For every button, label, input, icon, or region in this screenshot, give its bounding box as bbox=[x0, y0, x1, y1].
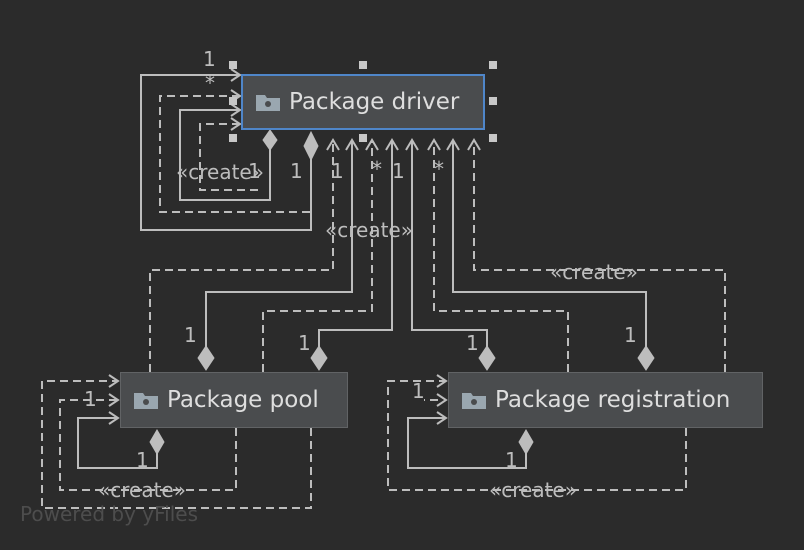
composition-diamond bbox=[310, 345, 328, 371]
stereotype-label: «create» bbox=[98, 478, 186, 502]
selection-handles[interactable] bbox=[229, 61, 497, 142]
composition-diamond bbox=[518, 429, 534, 455]
multiplicity-label: 1 bbox=[290, 159, 303, 183]
multiplicity-label: 1 bbox=[505, 448, 518, 472]
multiplicity-label: 1 bbox=[624, 323, 637, 347]
folder-package-icon bbox=[256, 95, 280, 111]
arrowhead bbox=[436, 374, 448, 388]
folder-package-icon bbox=[134, 393, 158, 409]
multiplicity-label: 1 bbox=[466, 331, 479, 355]
arrowhead bbox=[230, 68, 242, 82]
package-pool-node[interactable]: Package pool bbox=[120, 372, 348, 428]
arrowhead bbox=[230, 103, 242, 117]
edge-pool-self-2[interactable] bbox=[59, 399, 237, 491]
multiplicity-label: 1 bbox=[84, 387, 97, 411]
arrowhead bbox=[108, 374, 120, 388]
composition-diamond bbox=[478, 345, 496, 371]
edge-driver-self-dashed-1[interactable] bbox=[159, 95, 310, 213]
edge-pool-self-3[interactable] bbox=[77, 417, 158, 469]
composition-diamond bbox=[262, 129, 278, 151]
package-registration-node[interactable]: Package registration bbox=[448, 372, 763, 428]
edge-pool-self-outer[interactable] bbox=[41, 380, 312, 509]
edge-registration-self-2[interactable] bbox=[407, 417, 527, 469]
edge-pool-driver-1[interactable] bbox=[205, 140, 353, 350]
multiplicity-label: * bbox=[205, 71, 215, 95]
multiplicity-label: 1 bbox=[203, 47, 216, 71]
multiplicity-label: * bbox=[434, 157, 444, 181]
edge-registration-driver-1[interactable] bbox=[411, 140, 488, 350]
stereotype-label: «create» bbox=[550, 260, 638, 284]
multiplicity-label: 1 bbox=[184, 323, 197, 347]
edge-registration-create-driver[interactable] bbox=[473, 140, 726, 372]
arrowhead bbox=[108, 393, 120, 407]
composition-diamond bbox=[303, 130, 319, 162]
edge-pool-driver-2[interactable] bbox=[262, 140, 373, 372]
multiplicity-label: 1 bbox=[331, 159, 344, 183]
arrowhead bbox=[436, 393, 448, 407]
multiplicity-label: 1 bbox=[298, 331, 311, 355]
arrowhead bbox=[436, 411, 448, 425]
edge-driver-self-2[interactable] bbox=[179, 109, 271, 201]
multiplicity-label: 1 bbox=[248, 159, 261, 183]
edge-registration-self-outer[interactable] bbox=[387, 380, 687, 491]
driver-bottom-arrowheads bbox=[326, 138, 481, 151]
edge-registration-driver-2[interactable] bbox=[433, 140, 569, 372]
node-label: Package driver bbox=[289, 89, 460, 115]
powered-by-watermark: Powered by yFiles bbox=[20, 502, 198, 526]
node-label: Package registration bbox=[495, 387, 731, 413]
stereotype-label: «create» bbox=[325, 218, 413, 242]
multiplicity-label: 1 bbox=[136, 448, 149, 472]
folder-package-icon bbox=[462, 393, 486, 409]
stereotype-label: «create» bbox=[176, 160, 264, 184]
composition-diamond bbox=[637, 345, 655, 371]
composition-diamond bbox=[197, 345, 215, 371]
multiplicity-label: * bbox=[372, 157, 382, 181]
package-driver-node[interactable]: Package driver bbox=[241, 74, 485, 130]
edge-pool-driver-3[interactable] bbox=[318, 140, 393, 350]
composition-diamond bbox=[149, 429, 165, 455]
arrowhead bbox=[230, 117, 242, 131]
multiplicity-label: 1 bbox=[412, 379, 425, 403]
arrowhead bbox=[108, 411, 120, 425]
edge-driver-self-outer[interactable] bbox=[140, 74, 312, 231]
edge-registration-driver-3[interactable] bbox=[452, 140, 647, 350]
edge-driver-self-dashed-2[interactable] bbox=[199, 123, 260, 191]
stereotype-label: «create» bbox=[489, 478, 577, 502]
multiplicity-label: 1 bbox=[392, 159, 405, 183]
node-label: Package pool bbox=[167, 387, 319, 413]
